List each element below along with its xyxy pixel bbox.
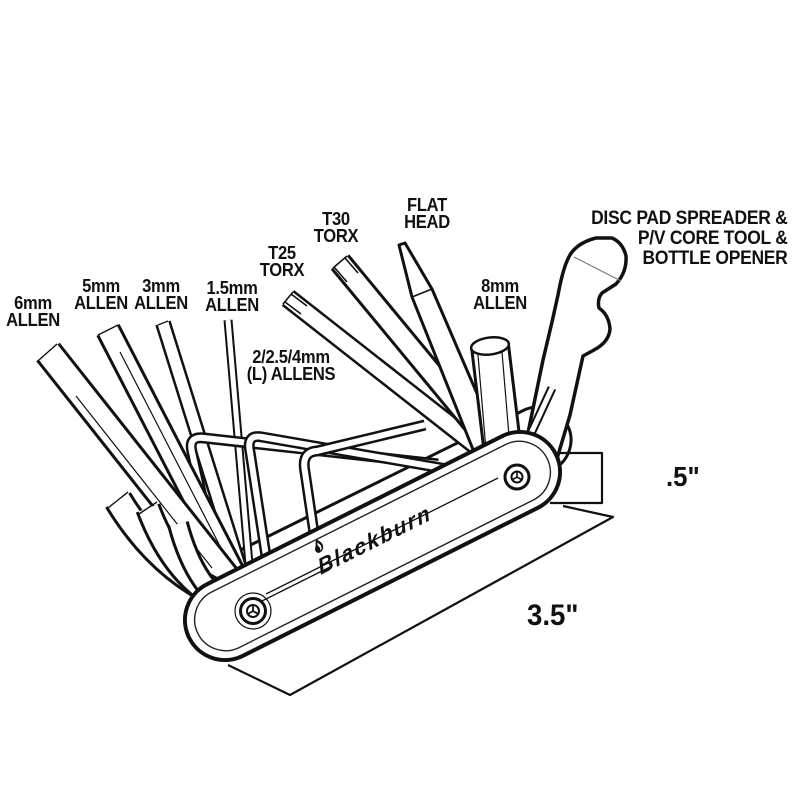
handle-body (183, 430, 562, 662)
label-spreader-combo: DISC PAD SPREADER & P/V CORE TOOL & BOTT… (591, 208, 789, 269)
thickness-bracket (550, 451, 604, 505)
label-t25-torx: T25 TORX (259, 243, 305, 280)
label-flat-head: FLAT HEAD (404, 195, 450, 232)
label-t30-torx: T30 TORX (313, 209, 359, 246)
label-1-5mm-allen: 1.5mm ALLEN (205, 278, 259, 315)
label-3mm-allen: 3mm ALLEN (134, 276, 188, 313)
label-8mm-allen: 8mm ALLEN (473, 276, 527, 313)
disc-pad-spreader-arm (520, 236, 628, 471)
right-pivot-screw (503, 463, 531, 491)
dimension-lines (227, 451, 615, 697)
dimension-thickness-label: .5" (666, 461, 700, 492)
label-l-allens: 2/2.5/4mm (L) ALLENS (246, 347, 336, 384)
left-pivot-screw (234, 592, 272, 630)
l-allen-keys (185, 419, 471, 561)
label-6mm-allen: 6mm ALLEN (6, 293, 60, 330)
dimension-length-label: 3.5" (527, 599, 579, 632)
length-leader-line (227, 504, 615, 697)
label-5mm-allen: 5mm ALLEN (74, 276, 128, 313)
flame-icon (315, 538, 324, 553)
brand-logo: Blackburn (315, 499, 435, 581)
